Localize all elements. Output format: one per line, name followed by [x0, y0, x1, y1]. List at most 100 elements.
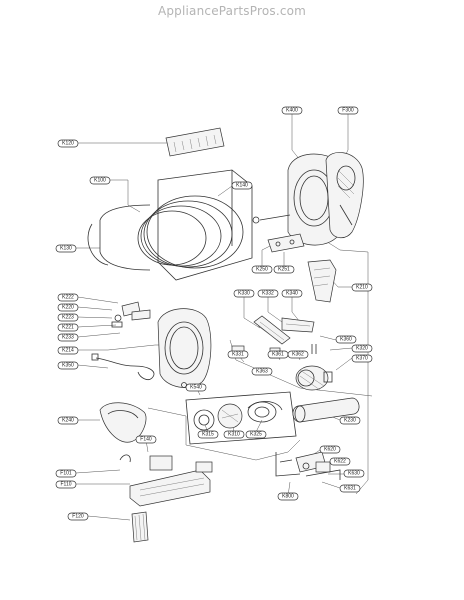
svg-text:K251: K251 — [278, 267, 290, 273]
callout-K800: K800 — [277, 492, 299, 501]
part-door-handle — [99, 402, 147, 443]
callout-K332: K332 — [257, 289, 279, 298]
svg-text:K210: K210 — [356, 285, 368, 291]
callout-K540: K540 — [185, 383, 207, 392]
callout-K325: K325 — [245, 430, 267, 439]
callout-K622: K622 — [329, 457, 351, 466]
callout-K250: K250 — [251, 265, 273, 274]
svg-text:K540: K540 — [190, 385, 202, 391]
callout-F300: F300 — [337, 106, 359, 115]
callout-K210: K210 — [351, 283, 373, 292]
part-control-panel — [119, 454, 213, 507]
callout-K370: K370 — [351, 354, 373, 363]
svg-text:K362: K362 — [292, 352, 304, 358]
svg-text:K400: K400 — [286, 108, 298, 114]
svg-text:K315: K315 — [202, 432, 214, 438]
svg-text:K230: K230 — [344, 418, 356, 424]
svg-text:K622: K622 — [334, 459, 346, 465]
svg-text:K360: K360 — [340, 337, 352, 343]
callout-K221: K221 — [57, 323, 79, 332]
svg-text:K223: K223 — [62, 315, 74, 321]
svg-text:K620: K620 — [324, 447, 336, 453]
callout-K214: K214 — [57, 346, 79, 355]
svg-text:K332: K332 — [262, 291, 274, 297]
callout-F140: F140 — [135, 435, 157, 444]
callout-K320: K320 — [351, 344, 373, 353]
part-duct-assembly — [325, 152, 364, 239]
svg-text:K221: K221 — [62, 325, 74, 331]
callout-labels: K120 K100 K140 K130 K400 F300 K250 K251 … — [55, 106, 373, 521]
callout-K630: K630 — [343, 469, 365, 478]
svg-text:K310: K310 — [228, 432, 240, 438]
callout-K222: K222 — [57, 293, 79, 302]
callout-K400: K400 — [281, 106, 303, 115]
callout-K240: K240 — [57, 416, 79, 425]
svg-text:K340: K340 — [286, 291, 298, 297]
callout-K120: K120 — [57, 139, 79, 148]
svg-text:K630: K630 — [348, 471, 360, 477]
svg-text:K363: K363 — [256, 369, 268, 375]
callout-F101: F101 — [55, 469, 77, 478]
part-belt-tensioner — [275, 451, 341, 480]
callout-K315: K315 — [197, 430, 219, 439]
part-power-cord — [91, 353, 155, 380]
svg-text:K214: K214 — [62, 348, 74, 354]
part-lint-filter — [307, 259, 337, 303]
callout-K223: K223 — [57, 313, 79, 322]
svg-text:K325: K325 — [250, 432, 262, 438]
callout-K233: K233 — [57, 333, 79, 342]
callout-K362: K362 — [287, 350, 309, 359]
svg-text:K350: K350 — [62, 363, 74, 369]
callout-K360: K360 — [335, 335, 357, 344]
part-top-vent — [165, 127, 225, 157]
svg-text:K233: K233 — [62, 335, 74, 341]
svg-text:K330: K330 — [238, 291, 250, 297]
part-exhaust-duct — [292, 397, 360, 423]
svg-text:K800: K800 — [282, 494, 294, 500]
callout-K100: K100 — [89, 176, 111, 185]
svg-text:K250: K250 — [256, 267, 268, 273]
svg-text:F110: F110 — [60, 482, 71, 488]
svg-text:F120: F120 — [72, 514, 84, 520]
site-watermark: AppliancePartsPros.com — [157, 4, 307, 18]
part-small-brackets — [111, 301, 151, 328]
callout-K340: K340 — [281, 289, 303, 298]
svg-text:K220: K220 — [62, 305, 74, 311]
svg-text:K140: K140 — [236, 183, 248, 189]
part-thermostat-block — [267, 233, 305, 253]
svg-text:K222: K222 — [62, 295, 74, 301]
svg-text:F101: F101 — [60, 471, 72, 477]
part-front-bulkhead — [157, 308, 212, 388]
part-vent-grille — [131, 511, 149, 543]
callout-K130: K130 — [55, 244, 77, 253]
svg-text:K320: K320 — [356, 346, 368, 352]
svg-text:K631: K631 — [344, 486, 356, 492]
callout-K220: K220 — [57, 303, 79, 312]
svg-text:K370: K370 — [356, 356, 368, 362]
svg-text:K361: K361 — [272, 352, 284, 358]
part-blower-pulley-assembly — [185, 391, 297, 445]
callout-K620: K620 — [319, 445, 341, 454]
callout-F110: F110 — [55, 480, 77, 489]
svg-text:K120: K120 — [62, 141, 74, 147]
callout-K330: K330 — [233, 289, 255, 298]
callout-K140: K140 — [231, 181, 253, 190]
svg-text:F300: F300 — [342, 108, 354, 114]
svg-text:K240: K240 — [62, 418, 74, 424]
svg-text:K331: K331 — [232, 352, 244, 358]
callout-K310: K310 — [223, 430, 245, 439]
part-motor — [295, 365, 333, 391]
part-drum — [87, 195, 244, 271]
part-heater-element — [253, 315, 315, 345]
callout-F120: F120 — [67, 512, 89, 521]
callout-K363: K363 — [251, 367, 273, 376]
callout-K350: K350 — [57, 361, 79, 370]
svg-text:K100: K100 — [94, 178, 106, 184]
callout-K251: K251 — [273, 265, 295, 274]
callout-K361: K361 — [267, 350, 289, 359]
callout-K331: K331 — [227, 350, 249, 359]
callout-K631: K631 — [339, 484, 361, 493]
svg-text:F140: F140 — [140, 437, 152, 443]
svg-text:K130: K130 — [60, 246, 72, 252]
